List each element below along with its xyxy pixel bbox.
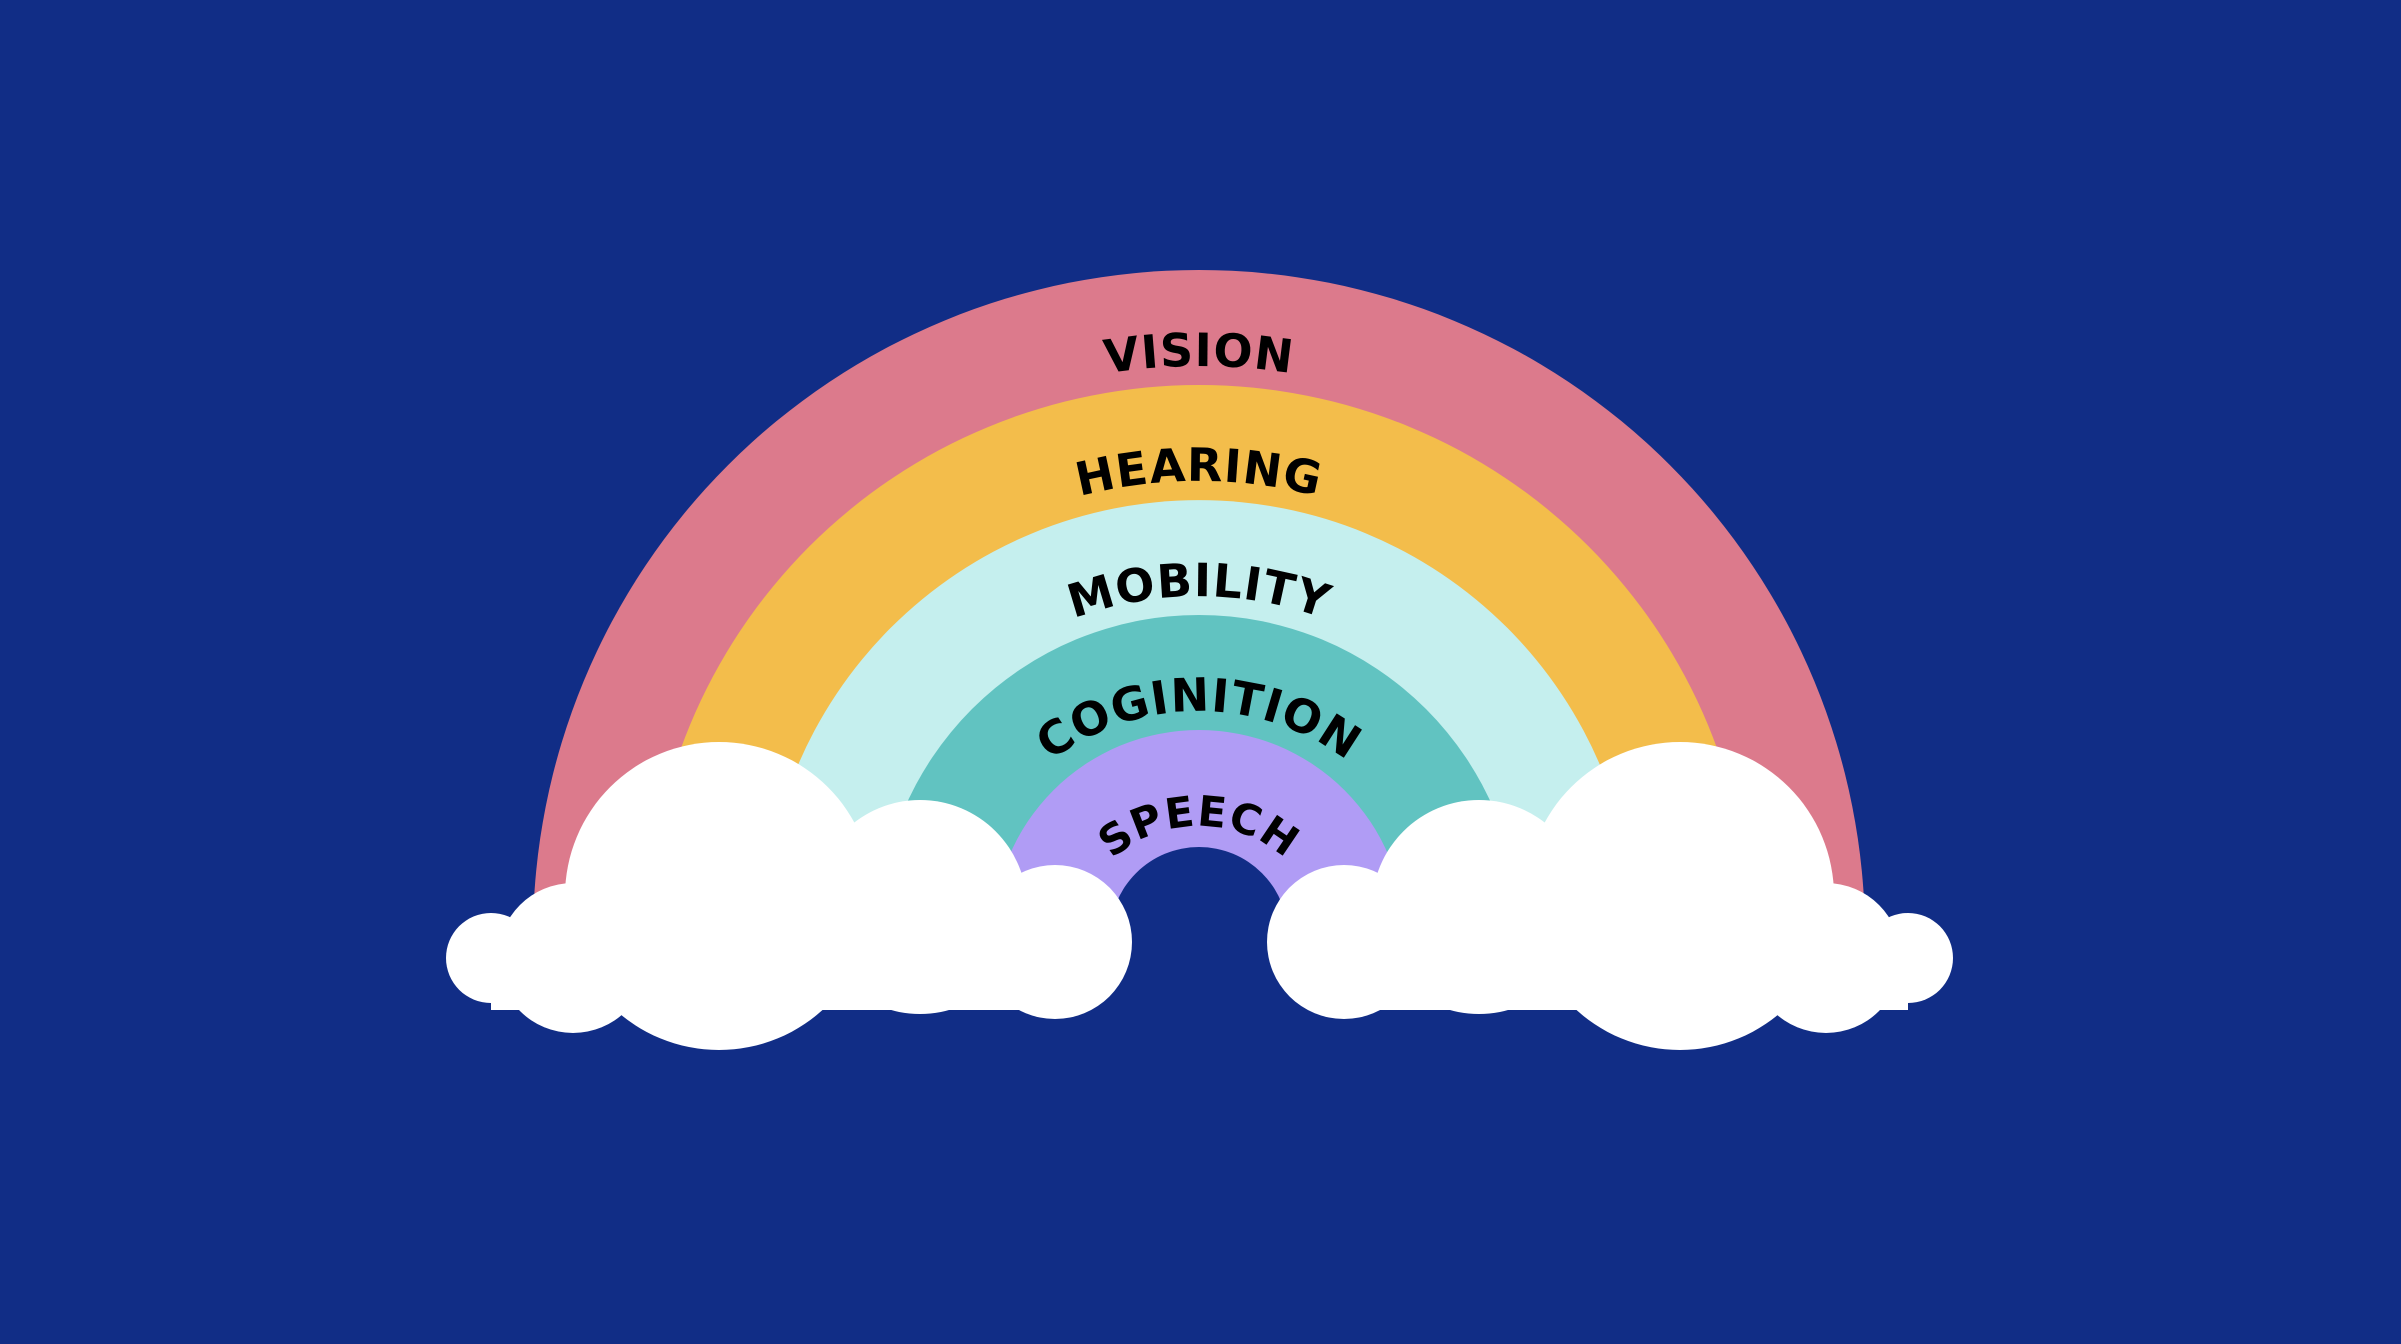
label-vision: VISION [1101, 323, 1298, 384]
cloud-right [1267, 742, 1953, 1050]
cloud-left [446, 742, 1132, 1050]
